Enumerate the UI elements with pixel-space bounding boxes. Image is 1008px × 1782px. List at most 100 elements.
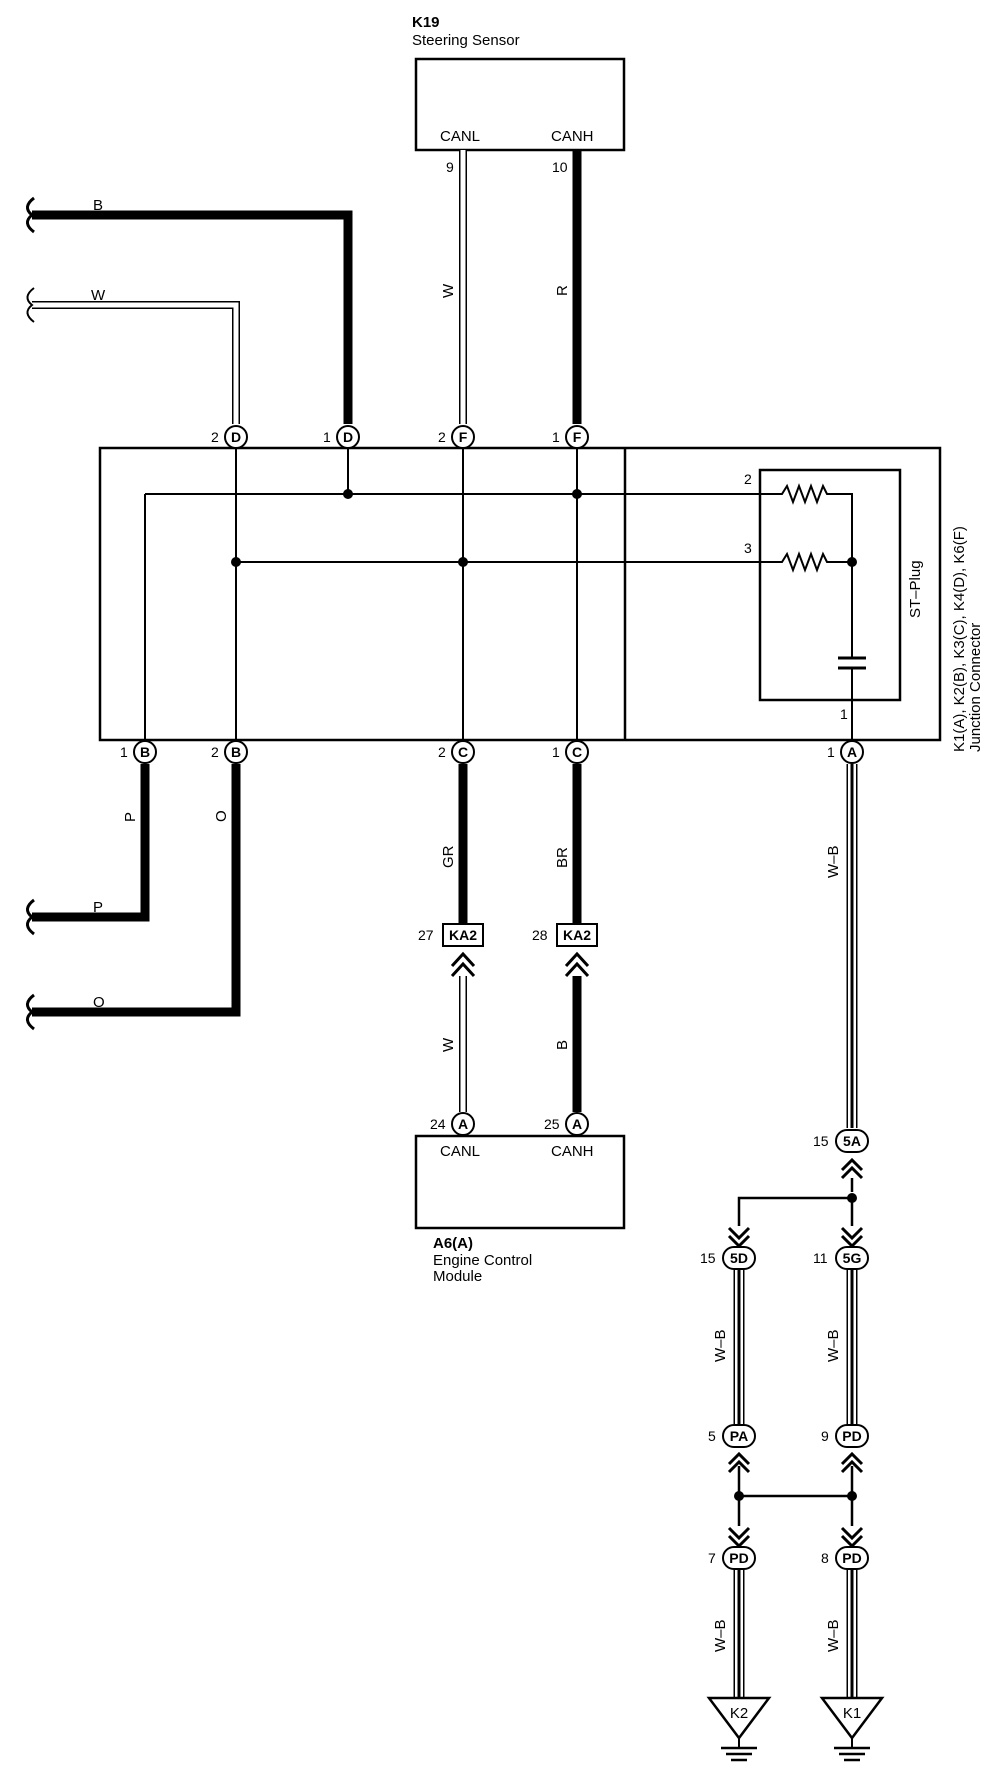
lower-left-wires: P O P O bbox=[32, 764, 241, 1017]
svg-text:PD: PD bbox=[729, 1550, 748, 1566]
steering-sensor-pin-9: 9 bbox=[446, 159, 454, 175]
junction-top-pin: 1 D bbox=[323, 425, 360, 449]
junction-connector: 2 3 1 ST–Plug K1(A), K2(B), K3(C), K4(D)… bbox=[98, 425, 984, 764]
wire-p-label: P bbox=[122, 812, 139, 822]
svg-text:C: C bbox=[572, 744, 582, 760]
ground-triangle bbox=[706, 1696, 772, 1741]
svg-text:1: 1 bbox=[552, 744, 560, 760]
junction-bottom-pin: 2 B bbox=[211, 740, 248, 764]
wire-w-top-label: W bbox=[91, 287, 106, 304]
ka2-connector: 28 KA2 bbox=[532, 923, 598, 947]
svg-text:B: B bbox=[140, 744, 150, 760]
svg-text:27: 27 bbox=[418, 927, 434, 943]
junction-bottom-pin: 1 B bbox=[120, 740, 157, 764]
ecm-name-line1: Engine Control bbox=[433, 1252, 532, 1269]
svg-text:5D: 5D bbox=[730, 1250, 748, 1266]
st-plug-pin-1: 1 bbox=[840, 706, 848, 722]
wire-o-label: O bbox=[213, 810, 230, 822]
ground-connector-badge: 7 PD bbox=[708, 1546, 756, 1570]
steering-sensor-box bbox=[414, 57, 626, 152]
can-wires-lower: GR BR 27 KA2 28 KA2 W B 24 A 25 bbox=[418, 764, 598, 1136]
ground-connector-badge: 11 5G bbox=[813, 1246, 869, 1270]
wire-canl-w-label: W bbox=[440, 283, 457, 298]
wire-ends-left bbox=[26, 196, 35, 1031]
ground-connector-badge: 15 5A bbox=[813, 1129, 869, 1153]
steering-sensor-canl-label: CANL bbox=[440, 128, 480, 145]
svg-text:KA2: KA2 bbox=[449, 927, 477, 943]
wire-b-lower-label: B bbox=[554, 1040, 571, 1050]
svg-text:D: D bbox=[343, 429, 353, 445]
ground-triangle bbox=[819, 1696, 885, 1741]
wire-o bbox=[32, 764, 241, 1017]
svg-text:5: 5 bbox=[708, 1428, 716, 1444]
svg-text:K1: K1 bbox=[843, 1705, 861, 1722]
connector-chevron bbox=[564, 951, 590, 978]
connector-chevron bbox=[840, 1226, 864, 1249]
svg-text:A: A bbox=[458, 1116, 468, 1132]
upper-wires: B W W R bbox=[32, 150, 582, 424]
svg-text:KA2: KA2 bbox=[563, 927, 591, 943]
wire-wb-left-lower-label: W–B bbox=[712, 1619, 729, 1652]
junction-label-2: Junction Connector bbox=[967, 623, 984, 752]
svg-text:B: B bbox=[231, 744, 241, 760]
svg-text:PA: PA bbox=[730, 1428, 748, 1444]
svg-text:9: 9 bbox=[821, 1428, 829, 1444]
svg-text:A: A bbox=[847, 744, 857, 760]
wire-wb-left-upper-label: W–B bbox=[712, 1329, 729, 1362]
svg-text:1: 1 bbox=[120, 744, 128, 760]
steering-sensor-code: K19 bbox=[412, 14, 440, 31]
junction-bottom-pin: 1 A bbox=[827, 740, 864, 764]
svg-text:15: 15 bbox=[813, 1133, 829, 1149]
wire-p-end-label: P bbox=[93, 899, 103, 916]
svg-text:25: 25 bbox=[544, 1116, 560, 1132]
svg-text:2: 2 bbox=[438, 744, 446, 760]
svg-text:K2: K2 bbox=[730, 1705, 748, 1722]
splice-dot bbox=[458, 557, 468, 567]
wire-wb-right-lower-label: W–B bbox=[825, 1619, 842, 1652]
wire-wb-main-label: W–B bbox=[825, 845, 842, 878]
svg-text:C: C bbox=[458, 744, 468, 760]
engine-control-module: CANL CANH A6(A) Engine Control Module bbox=[414, 1134, 626, 1285]
resistor-2 bbox=[752, 551, 852, 573]
connector-chevron bbox=[450, 951, 476, 978]
steering-sensor-canh-label: CANH bbox=[551, 128, 594, 145]
junction-top-pin: 2 D bbox=[211, 425, 248, 449]
ground-point-k1: K1 bbox=[819, 1696, 885, 1762]
ecm-pin: 24 A bbox=[430, 1112, 475, 1136]
junction-top-pin: 1 F bbox=[552, 425, 589, 449]
ground-connector-badge: 8 PD bbox=[821, 1546, 869, 1570]
steering-sensor: K19 Steering Sensor CANL CANH 9 10 bbox=[412, 14, 626, 175]
wire-b-top bbox=[32, 210, 353, 424]
ecm-name-line2: Module bbox=[433, 1268, 482, 1285]
splice-dot bbox=[231, 557, 241, 567]
junction-bottom-pin: 2 C bbox=[438, 740, 475, 764]
svg-text:2: 2 bbox=[211, 744, 219, 760]
svg-text:PD: PD bbox=[842, 1428, 861, 1444]
svg-text:15: 15 bbox=[700, 1250, 716, 1266]
junction-bottom-pin: 1 C bbox=[552, 740, 589, 764]
svg-text:PD: PD bbox=[842, 1550, 861, 1566]
steering-sensor-name: Steering Sensor bbox=[412, 32, 520, 49]
wire-o-end-label: O bbox=[93, 994, 105, 1011]
junction-box bbox=[98, 446, 942, 742]
wire-br-label: BR bbox=[554, 847, 571, 868]
svg-text:F: F bbox=[459, 429, 468, 445]
svg-text:28: 28 bbox=[532, 927, 548, 943]
svg-text:2: 2 bbox=[438, 429, 446, 445]
svg-text:1: 1 bbox=[827, 744, 835, 760]
ka2-connector: 27 KA2 bbox=[418, 923, 484, 947]
ecm-code: A6(A) bbox=[433, 1235, 473, 1252]
svg-text:F: F bbox=[573, 429, 582, 445]
svg-text:1: 1 bbox=[323, 429, 331, 445]
st-plug-pin-2: 2 bbox=[744, 471, 752, 487]
ground-connector-badge: 9 PD bbox=[821, 1424, 869, 1448]
wire-end-w bbox=[26, 287, 35, 323]
ground-wires: W–B W–B W–B W–B W–B bbox=[712, 764, 858, 1698]
svg-text:24: 24 bbox=[430, 1116, 446, 1132]
steering-sensor-pin-10: 10 bbox=[552, 159, 568, 175]
svg-text:D: D bbox=[231, 429, 241, 445]
connector-chevron bbox=[727, 1226, 751, 1249]
ecm-pin: 25 A bbox=[544, 1112, 589, 1136]
ecm-box bbox=[414, 1134, 626, 1230]
